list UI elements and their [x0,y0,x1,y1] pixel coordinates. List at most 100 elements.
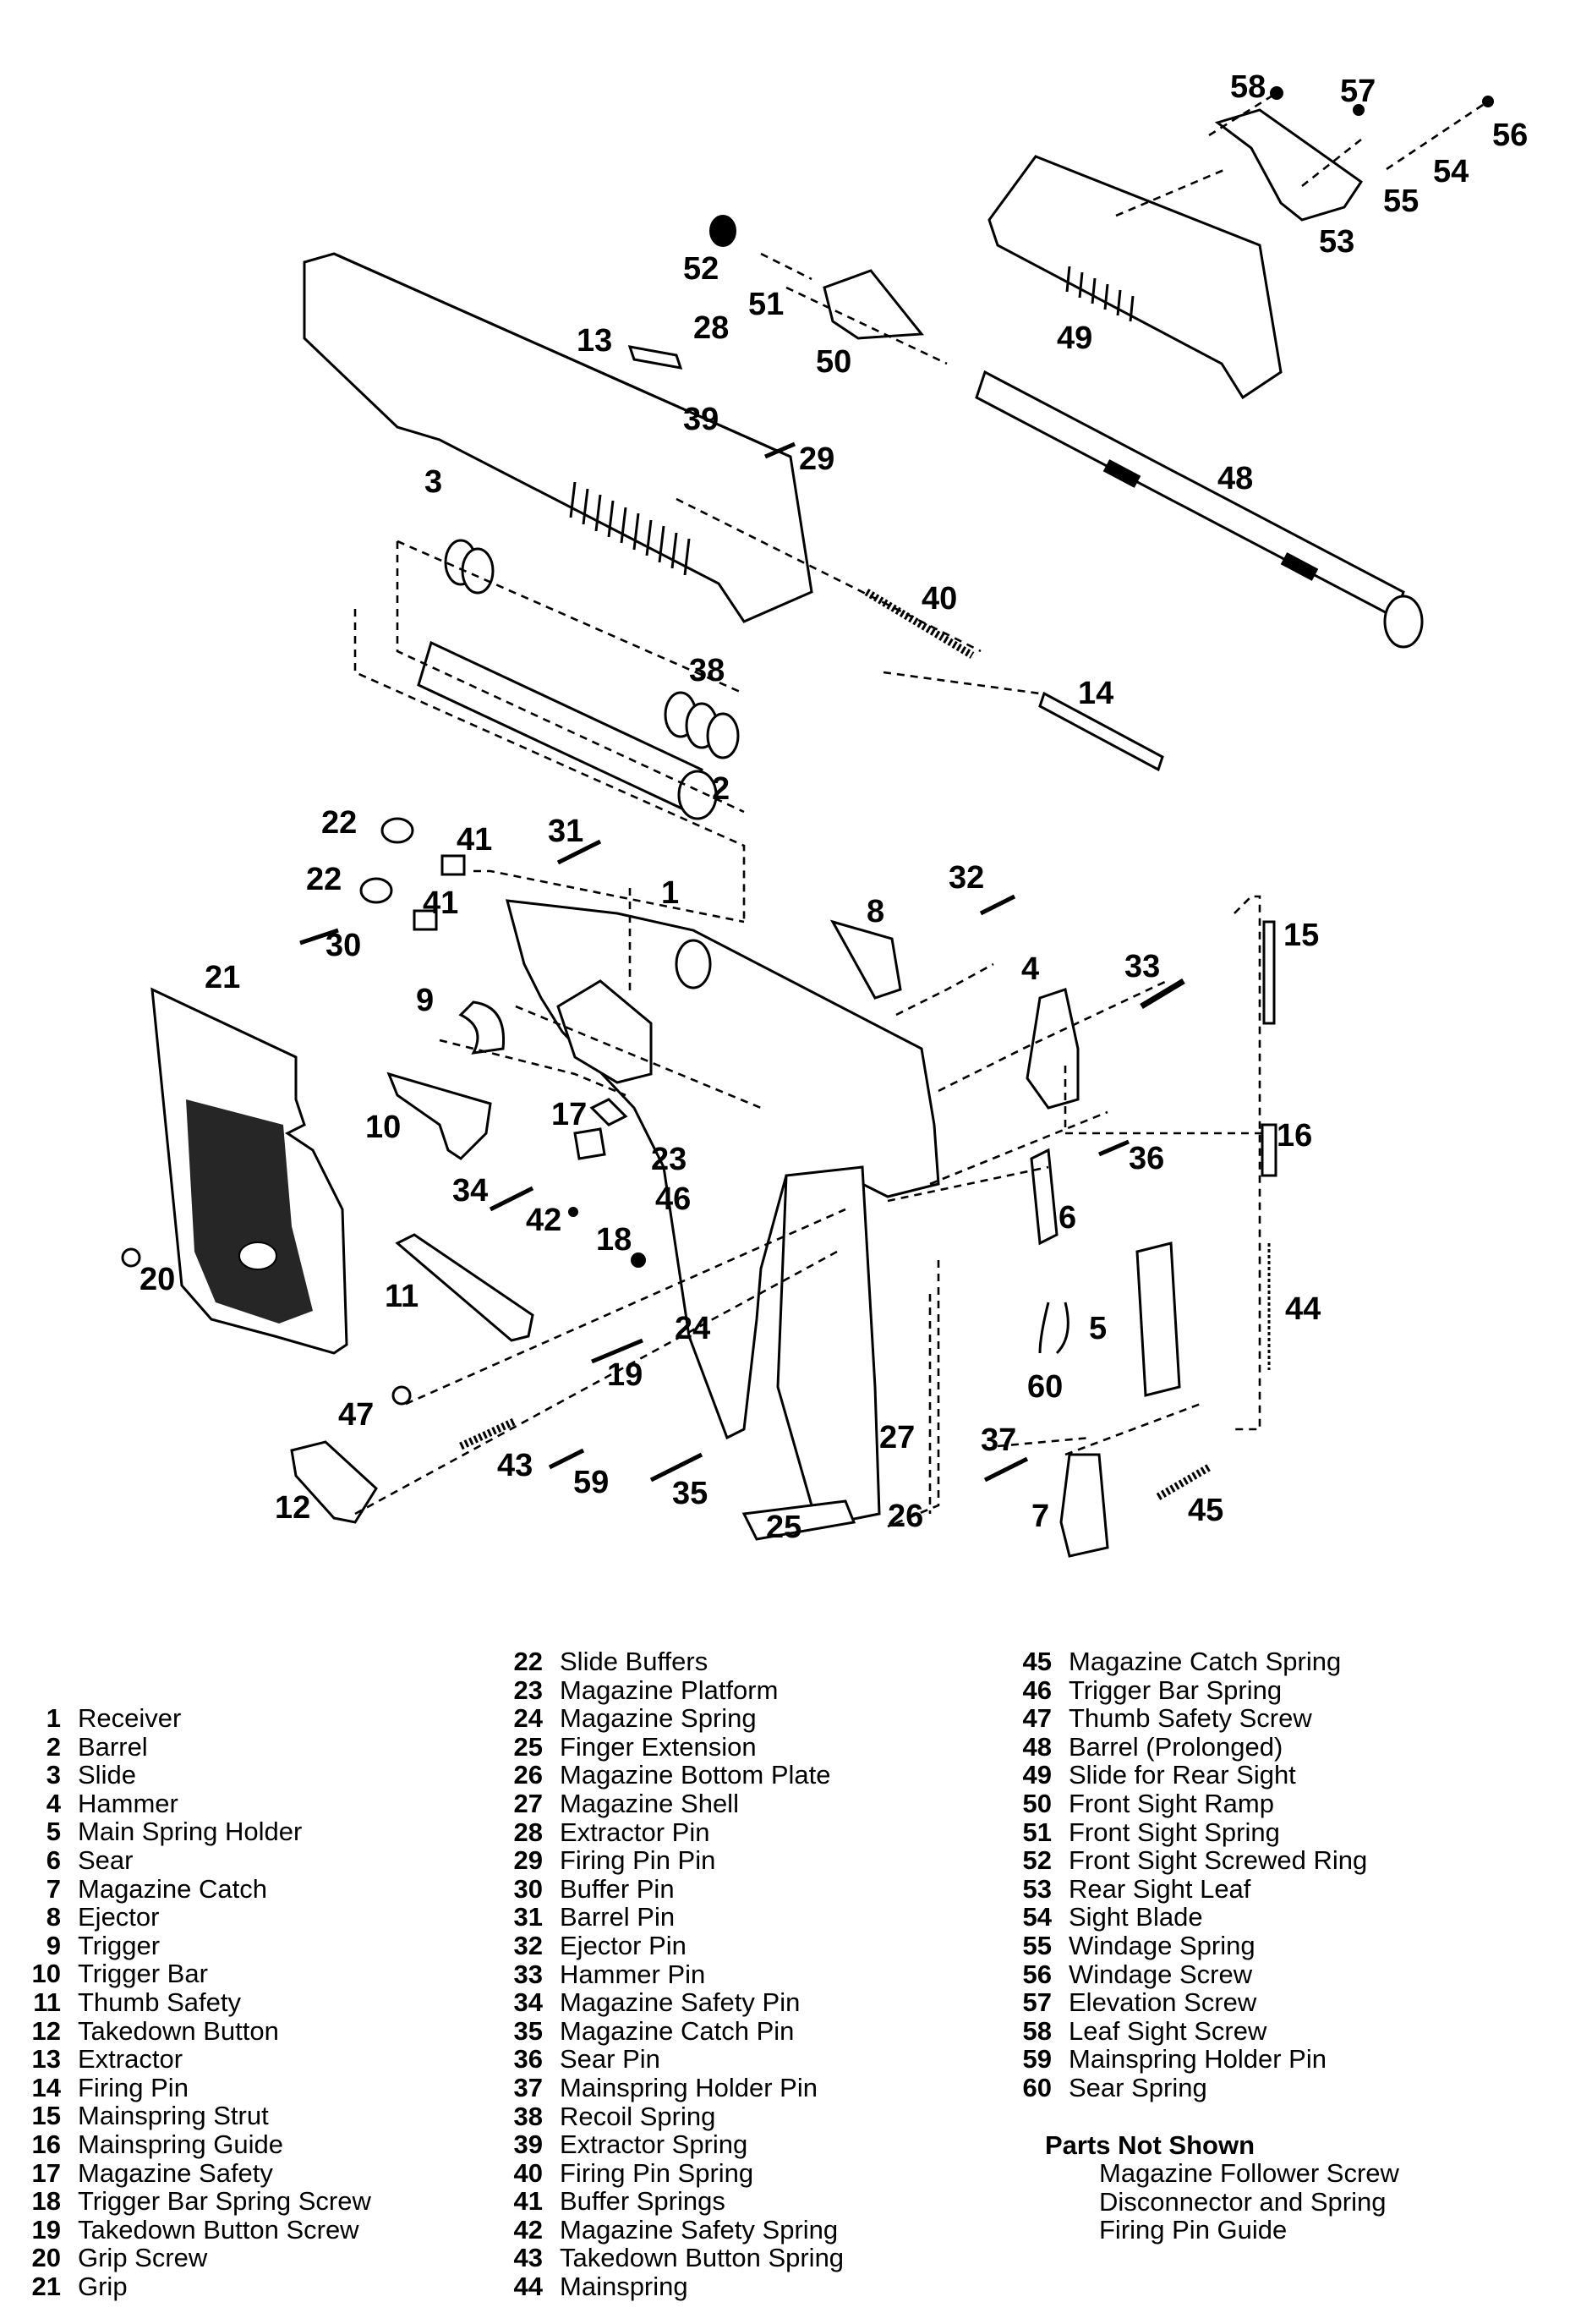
callout: 38 [689,653,725,688]
callout: 25 [766,1510,801,1545]
firing-pin-14 [1038,691,1164,772]
callout: 7 [1031,1499,1049,1534]
callout: 35 [672,1476,708,1511]
callout: 21 [205,960,240,995]
barrel-prolonged-48 [975,370,1424,649]
callout: 23 [651,1142,687,1177]
callout: 41 [457,822,492,858]
callout: 9 [416,983,434,1018]
callout: 5 [1089,1311,1107,1346]
ejector-8 [829,919,902,1000]
callout: 53 [1319,224,1354,260]
magazine-shell-27 [741,1165,881,1541]
callout: 22 [306,862,342,897]
trigger-9 [458,1000,506,1055]
callout: 59 [573,1465,609,1500]
callout: 37 [981,1422,1016,1458]
mainspring-guide-16 [1261,1123,1277,1177]
callout: 11 [385,1279,418,1314]
small-parts [121,86,1494,1500]
callout: 45 [1188,1493,1223,1528]
callout: 18 [596,1222,632,1258]
callout: 13 [577,323,612,359]
callout: 44 [1285,1291,1321,1327]
callout: 49 [1057,321,1092,356]
callout: 52 [683,251,719,287]
exploded-parts-diagram: 1 2 3 4 5 6 7 8 9 10 11 12 13 14 15 16 1… [121,69,1528,1558]
callout: 28 [693,310,729,346]
callout: 15 [1283,918,1319,953]
callout: 2 [712,771,730,807]
thumb-safety-11 [395,1233,534,1342]
callout: 54 [1433,154,1469,189]
callout: 22 [321,805,357,841]
front-sight-screwed-ring-52 [709,215,736,247]
callout: 32 [949,860,984,896]
mainspring-strut-15 [1262,920,1276,1025]
callout: 55 [1383,184,1419,219]
assembly-lines [353,91,1489,1528]
callout: 36 [1129,1141,1164,1176]
callout: 4 [1021,951,1039,987]
callout: 46 [655,1181,691,1217]
extractor-13 [627,345,683,370]
grip-21 [150,987,348,1355]
magazine-catch-7 [1059,1453,1109,1558]
rear-sight-leaf-53 [1214,108,1364,222]
magazine-5 [1135,1241,1181,1397]
callout: 27 [879,1420,915,1455]
callout: 34 [452,1173,488,1209]
callout: 19 [607,1357,643,1393]
parts-not-shown-item: Disconnector and Spring [1099,2186,1387,2217]
receiver-1 [505,899,940,1440]
callout: 12 [275,1490,310,1526]
callout: 50 [816,344,851,380]
callout: 14 [1078,676,1113,711]
magazine-safety-17 [573,1127,606,1160]
callout: 40 [922,581,957,617]
callout: 16 [1277,1118,1312,1154]
callout: 42 [526,1203,561,1238]
sear-6 [1030,1148,1059,1246]
